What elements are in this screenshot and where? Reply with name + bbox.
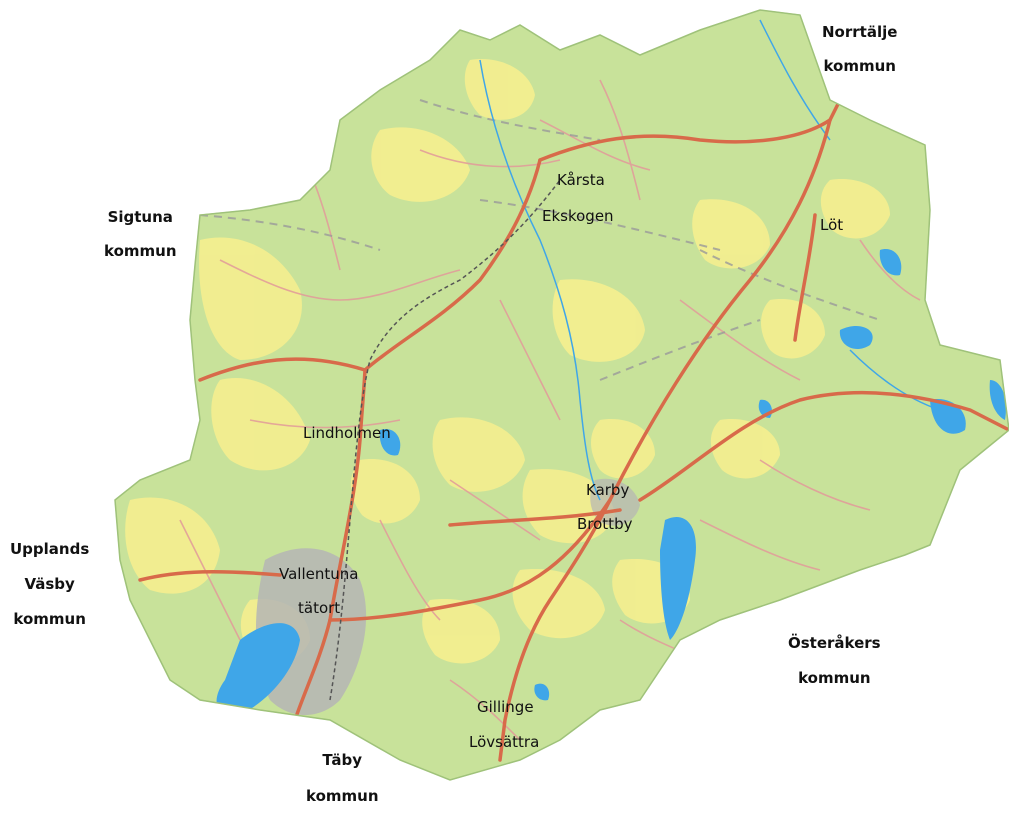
municipality-boundary bbox=[114, 9, 1009, 781]
road-vallentuna-south bbox=[293, 618, 332, 722]
municipality-label-sigtuna: Sigtuna kommun bbox=[104, 200, 177, 268]
municipality-line: kommun bbox=[104, 242, 177, 260]
municipality-label-upplands-vasby: Upplands Väsby kommun bbox=[10, 532, 89, 637]
minor-roads bbox=[179, 79, 921, 741]
place-label-karby: Karby bbox=[586, 481, 630, 499]
place-label-lovsattra: Lövsättra bbox=[469, 733, 540, 751]
district-boundaries bbox=[199, 99, 881, 381]
road-west bbox=[198, 357, 367, 382]
municipality-label-norrtalje: Norrtälje kommun bbox=[822, 15, 897, 83]
road-vallentuna-north bbox=[328, 368, 367, 622]
municipality-label-osteraker: Österåkers kommun bbox=[788, 626, 881, 696]
road-vallentuna-west bbox=[138, 569, 282, 582]
place-label-lot: Löt bbox=[820, 216, 844, 234]
municipality-line: Upplands bbox=[10, 540, 90, 558]
municipality-line: Norrtälje bbox=[822, 23, 898, 41]
road-main-ne bbox=[608, 98, 842, 502]
road-east bbox=[638, 390, 1009, 502]
place-label-lindholmen: Lindholmen bbox=[303, 424, 391, 442]
place-label-karsta: Kårsta bbox=[557, 171, 605, 189]
road-vallentuna-east bbox=[328, 498, 612, 622]
major-roads bbox=[138, 98, 1009, 762]
place-label-gillinge: Gillinge bbox=[477, 698, 534, 716]
municipality-line: Väsby bbox=[24, 575, 75, 593]
municipality-line: kommun bbox=[13, 610, 86, 628]
municipality-map bbox=[114, 9, 1009, 781]
municipality-line: Österåkers bbox=[788, 634, 881, 652]
municipality-label-taby: Täby kommun bbox=[306, 742, 379, 814]
place-label-vallentuna: Vallentuna bbox=[279, 565, 359, 583]
municipality-line: Täby bbox=[322, 751, 363, 769]
municipality-line: kommun bbox=[306, 787, 379, 805]
municipality-line: kommun bbox=[798, 669, 871, 687]
municipality-line: kommun bbox=[823, 57, 896, 75]
place-label-ekskogen: Ekskogen bbox=[542, 207, 614, 225]
road-main-sw bbox=[498, 498, 612, 762]
railway bbox=[329, 179, 561, 701]
road-lot bbox=[793, 213, 817, 342]
place-label-brottby: Brottby bbox=[577, 515, 633, 533]
road-karby-brottby bbox=[448, 508, 622, 527]
place-label-tatort: tätort bbox=[298, 599, 341, 617]
road-northwest bbox=[363, 158, 542, 372]
municipality-line: Sigtuna bbox=[107, 208, 173, 226]
road-north bbox=[538, 118, 832, 162]
